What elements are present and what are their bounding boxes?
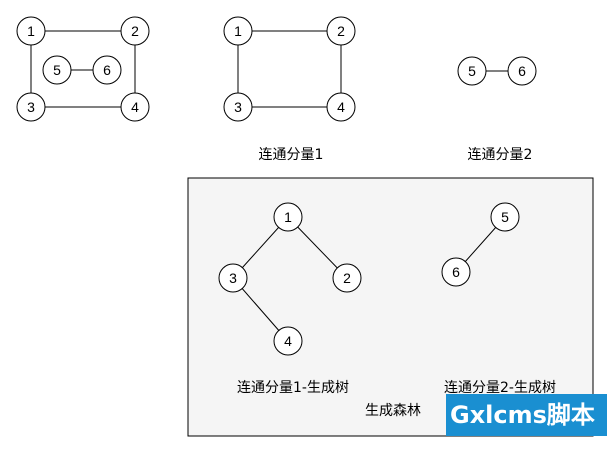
watermark-text: Gxlcms脚本 <box>450 401 595 429</box>
spanning-forest-panel <box>187 177 594 437</box>
node-4 <box>273 326 303 356</box>
node-5-label: 5 <box>53 62 61 78</box>
tree-1-caption: 连通分量1-生成树 <box>237 380 349 396</box>
component-2-caption: 连通分量2 <box>468 147 533 163</box>
watermark-background <box>446 394 607 436</box>
tree-2-caption: 连通分量2-生成树 <box>444 380 556 396</box>
node-5-label: 5 <box>468 63 476 79</box>
node-2-label: 2 <box>343 270 351 286</box>
node-1 <box>273 202 303 232</box>
node-3-label: 3 <box>234 99 242 115</box>
node-2-label: 2 <box>131 23 139 39</box>
node-6-label: 6 <box>518 63 526 79</box>
node-4 <box>326 92 356 122</box>
node-1 <box>223 16 253 46</box>
node-3 <box>223 92 253 122</box>
node-3-label: 3 <box>229 270 237 286</box>
forest-title: 生成森林 <box>365 403 421 419</box>
component-1-graph: 1 2 3 4 连通分量1 <box>223 16 356 163</box>
node-3 <box>218 263 248 293</box>
node-4 <box>120 92 150 122</box>
node-3 <box>16 92 46 122</box>
spanning-tree-1: 1 2 3 4 连通分量1-生成树 <box>218 202 362 396</box>
original-graph: 1 2 3 4 5 6 <box>16 16 150 122</box>
node-1 <box>16 16 46 46</box>
node-6 <box>92 55 122 85</box>
node-2 <box>120 16 150 46</box>
node-4-label: 4 <box>337 99 345 115</box>
node-1-label: 1 <box>27 23 35 39</box>
node-5 <box>490 202 520 232</box>
node-2 <box>326 16 356 46</box>
node-6-label: 6 <box>103 62 111 78</box>
node-1-label: 1 <box>284 209 292 225</box>
node-2 <box>332 263 362 293</box>
node-2-label: 2 <box>337 23 345 39</box>
watermark: Gxlcms脚本 <box>446 394 607 436</box>
component-1-caption: 连通分量1 <box>259 147 324 163</box>
node-3-label: 3 <box>27 99 35 115</box>
node-6 <box>507 56 537 86</box>
node-5 <box>457 56 487 86</box>
node-1-label: 1 <box>234 23 242 39</box>
component-2-graph: 5 6 连通分量2 <box>457 56 537 163</box>
node-4-label: 4 <box>284 333 292 349</box>
spanning-tree-2: 5 6 连通分量2-生成树 <box>441 202 556 396</box>
node-4-label: 4 <box>131 99 139 115</box>
node-6 <box>441 257 471 287</box>
node-6-label: 6 <box>452 264 460 280</box>
node-5-label: 5 <box>501 209 509 225</box>
node-5 <box>42 55 72 85</box>
